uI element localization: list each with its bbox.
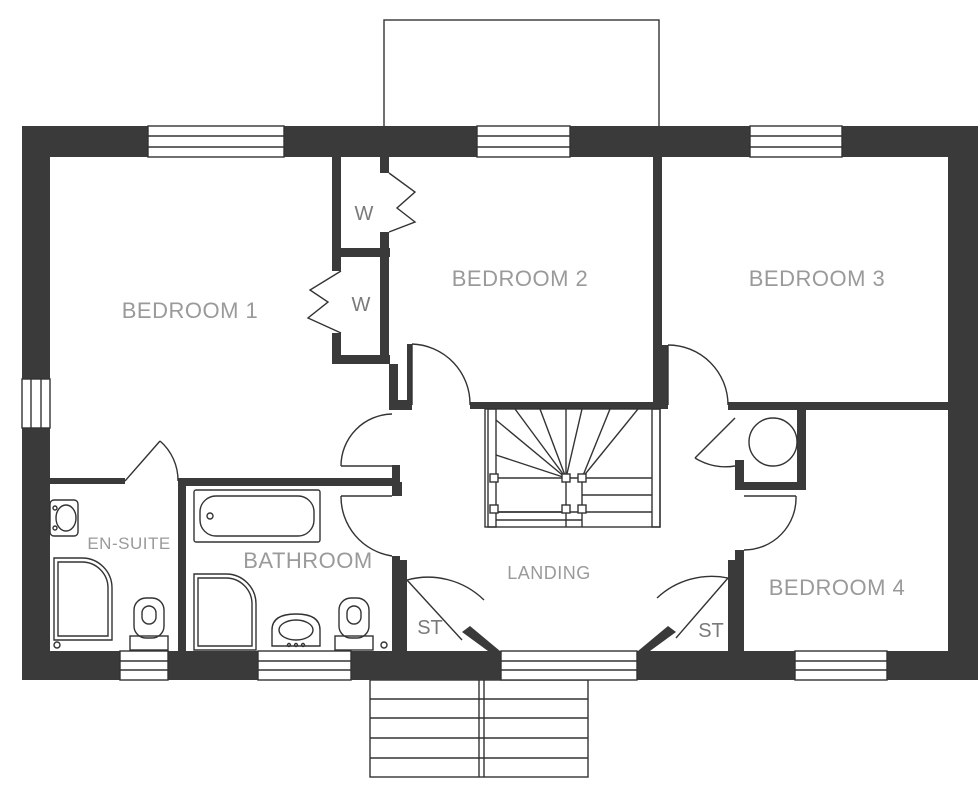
storage-label-right: ST (698, 620, 724, 642)
wardrobe-doors (306, 172, 417, 334)
entrance-steps (369, 679, 589, 778)
room-label-bathroom: BATHROOM (243, 548, 372, 573)
wardrobe-label-upper: W (355, 203, 374, 225)
bathroom-fixtures (193, 489, 388, 651)
windows (21, 125, 888, 681)
outer-walls (22, 126, 978, 680)
storage-label-left: ST (417, 617, 443, 639)
room-label-bedroom-1: BEDROOM 1 (122, 298, 259, 323)
interior-walls (50, 157, 948, 651)
top-void-outline (383, 19, 660, 129)
room-label-ensuite: EN-SUITE (87, 534, 170, 553)
wardrobe-label-lower: W (352, 294, 371, 316)
room-label-bedroom-3: BEDROOM 3 (749, 266, 886, 291)
staircase (484, 408, 661, 528)
storage-diagonals (462, 560, 735, 651)
cylinder-icon (748, 417, 798, 467)
room-label-landing: LANDING (507, 563, 591, 583)
ensuite-fixtures (49, 499, 169, 651)
room-label-bedroom-2: BEDROOM 2 (452, 266, 589, 291)
room-label-bedroom-4: BEDROOM 4 (769, 575, 906, 600)
doors (124, 343, 797, 641)
